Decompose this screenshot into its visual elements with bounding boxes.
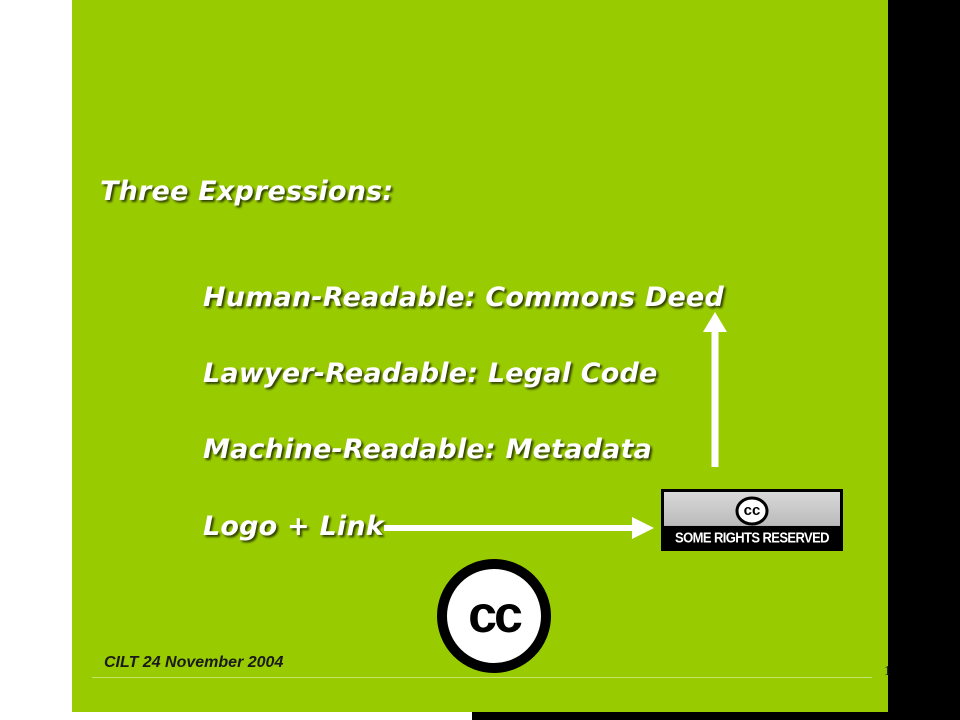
black-frame-bottom (472, 712, 960, 720)
big-cc-text: cc (468, 586, 523, 644)
footer-divider (92, 677, 872, 678)
lawyer-readable-line: Lawyer-Readable: Legal Code (203, 358, 658, 389)
slide: Three Expressions: Human-Readable: Commo… (72, 0, 891, 712)
slide-heading: Three Expressions: (100, 176, 394, 207)
page-number: 1 (884, 664, 891, 679)
creative-commons-logo-icon (437, 559, 551, 673)
human-readable-line: Human-Readable: Commons Deed (203, 282, 725, 313)
some-rights-reserved-badge[interactable]: cc SOME RIGHTS RESERVED (661, 489, 843, 551)
badge-label: SOME RIGHTS RESERVED (664, 525, 840, 550)
right-arrow-icon (384, 517, 654, 539)
black-frame-right (888, 0, 960, 720)
logo-link-line: Logo + Link (203, 511, 384, 542)
up-arrow-icon (703, 312, 727, 467)
footer-text: CILT 24 November 2004 (104, 654, 284, 671)
cc-badge-text: cc (743, 502, 761, 519)
cc-badge-icon (735, 496, 769, 526)
badge-face: cc SOME RIGHTS RESERVED (664, 492, 840, 550)
machine-readable-line: Machine-Readable: Metadata (203, 434, 653, 465)
